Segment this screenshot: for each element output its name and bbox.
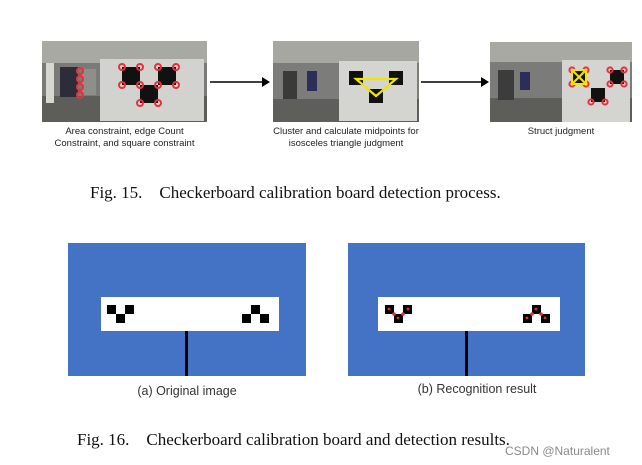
- watermark: CSDN @Naturalent: [505, 444, 610, 458]
- fig15-arrow-1: [210, 77, 270, 87]
- fig15-label-2: Cluster and calculate midpoints for isos…: [273, 126, 419, 149]
- fig16-label-a: (a) Original image: [137, 384, 237, 398]
- fig16-label-b: (b) Recognition result: [417, 382, 537, 396]
- fig16-caption: Fig. 16. Checkerboard calibration board …: [77, 430, 510, 449]
- fig15-arrow-2: [421, 77, 489, 87]
- fig15-photo-3: [490, 42, 632, 122]
- fig15-photo-2: [273, 41, 419, 122]
- fig16-panel-b: [348, 243, 585, 376]
- fig15-label-1: Area constraint, edge Count Constraint, …: [54, 126, 195, 149]
- fig16-panel-a: [68, 243, 306, 376]
- fig15-photo-1: [42, 41, 207, 122]
- fig15-label-3: Struct judgment: [527, 126, 595, 137]
- fig15-caption: Fig. 15. Checkerboard calibration board …: [90, 183, 501, 202]
